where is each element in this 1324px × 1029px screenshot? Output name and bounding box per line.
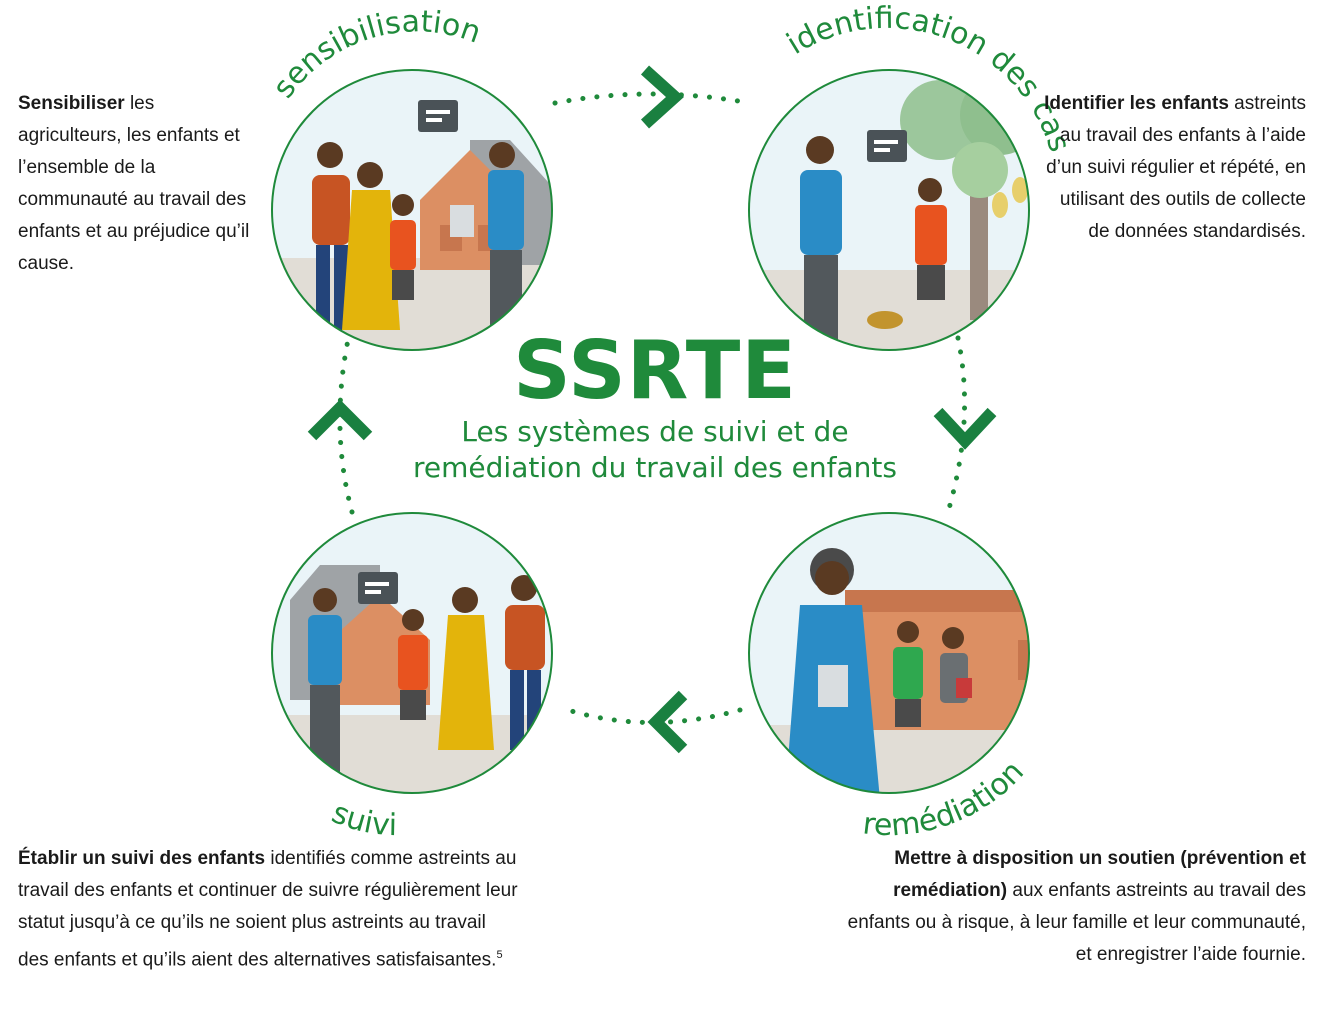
subtitle-line-1: Les systèmes de suivi et de bbox=[461, 415, 849, 448]
remediation-illustration bbox=[748, 512, 1030, 794]
diagram-title: SSRTE bbox=[513, 324, 797, 417]
awareness-description-text: les agriculteurs, les enfants et l’ensem… bbox=[18, 93, 250, 274]
identification-illustration bbox=[748, 69, 1030, 351]
remediation-description: Mettre à disposition un soutien (prévent… bbox=[846, 843, 1306, 971]
arrow-right-icon bbox=[640, 65, 684, 129]
followup-description: Établir un suivi des enfants identifiés … bbox=[18, 843, 518, 976]
connector-left bbox=[337, 337, 355, 515]
remediation-description-bold: Mettre à disposition un soutien (prévent… bbox=[893, 848, 1306, 901]
identification-description-bold: Identifier les enfants bbox=[1044, 93, 1229, 114]
followup-description-text: identifiés comme astreints au travail de… bbox=[18, 848, 518, 971]
connector-right bbox=[945, 335, 968, 515]
awareness-description-bold: Sensibiliser bbox=[18, 93, 125, 114]
connector-top bbox=[552, 91, 753, 106]
awareness-illustration bbox=[271, 69, 553, 351]
awareness-description: Sensibiliser les agriculteurs, les enfan… bbox=[18, 88, 258, 280]
cycle-connectors bbox=[337, 91, 968, 725]
followup-description-bold: Établir un suivi des enfants bbox=[18, 848, 266, 869]
subtitle-line-2: remédiation du travail des enfants bbox=[413, 451, 897, 484]
diagram-subtitle: Les systèmes de suivi et de remédiation … bbox=[380, 414, 930, 486]
connector-bottom bbox=[565, 707, 743, 725]
arrow-up-icon bbox=[307, 399, 373, 441]
identification-description-text: astreints au travail des enfants à l’aid… bbox=[1046, 93, 1306, 242]
arrow-down-icon bbox=[933, 407, 997, 450]
arrow-left-icon bbox=[647, 690, 688, 754]
identification-description: Identifier les enfants astreints au trav… bbox=[1036, 88, 1306, 248]
cycle-arrows bbox=[307, 65, 997, 754]
label-followup: suivi bbox=[327, 795, 398, 843]
remediation-description-text: aux enfants astreints au travail des enf… bbox=[847, 880, 1306, 965]
followup-illustration bbox=[271, 512, 553, 794]
footnote-marker: 5 bbox=[496, 949, 503, 961]
